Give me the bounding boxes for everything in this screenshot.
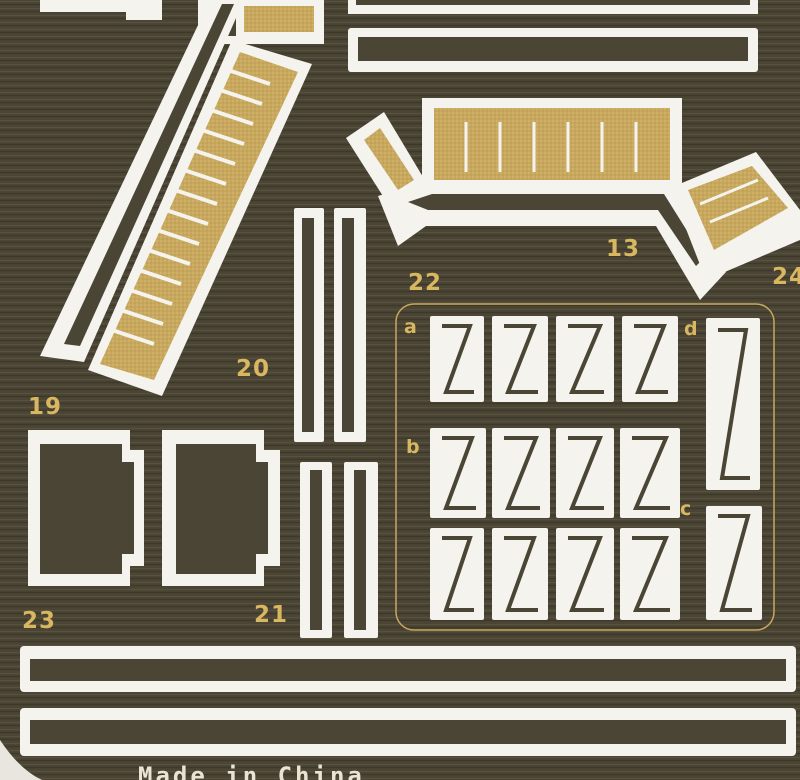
label-24: 24 (772, 264, 800, 290)
label-13: 13 (606, 236, 641, 262)
part-23-strip-lower (20, 708, 796, 756)
label-23: 23 (22, 608, 57, 634)
strip-top-2 (348, 28, 758, 72)
part-22-brackets (430, 316, 762, 620)
part-21-strips (300, 462, 378, 638)
part-23-strip-upper (20, 646, 796, 692)
label-21: 21 (254, 602, 289, 628)
part-19-frame-right (162, 430, 280, 586)
strip-top-1 (348, 0, 758, 14)
made-in-china-text: Made in China (138, 762, 365, 780)
label-b: b (406, 436, 421, 458)
label-a: a (404, 316, 418, 338)
part-19-frame-left (28, 430, 144, 586)
part-22-bracket-details (442, 324, 752, 612)
part-22-fret-outline (395, 303, 775, 631)
part-20-strips (294, 208, 366, 442)
diagonal-ladder-part (40, 0, 312, 396)
label-22: 22 (408, 270, 443, 296)
label-19: 19 (28, 394, 63, 420)
label-20: 20 (236, 356, 271, 382)
label-d: d (684, 318, 699, 340)
sheet-corner (0, 740, 42, 780)
label-c: c (680, 498, 693, 520)
top-left-frame-piece (40, 0, 162, 20)
part-13-bracket (346, 98, 800, 300)
